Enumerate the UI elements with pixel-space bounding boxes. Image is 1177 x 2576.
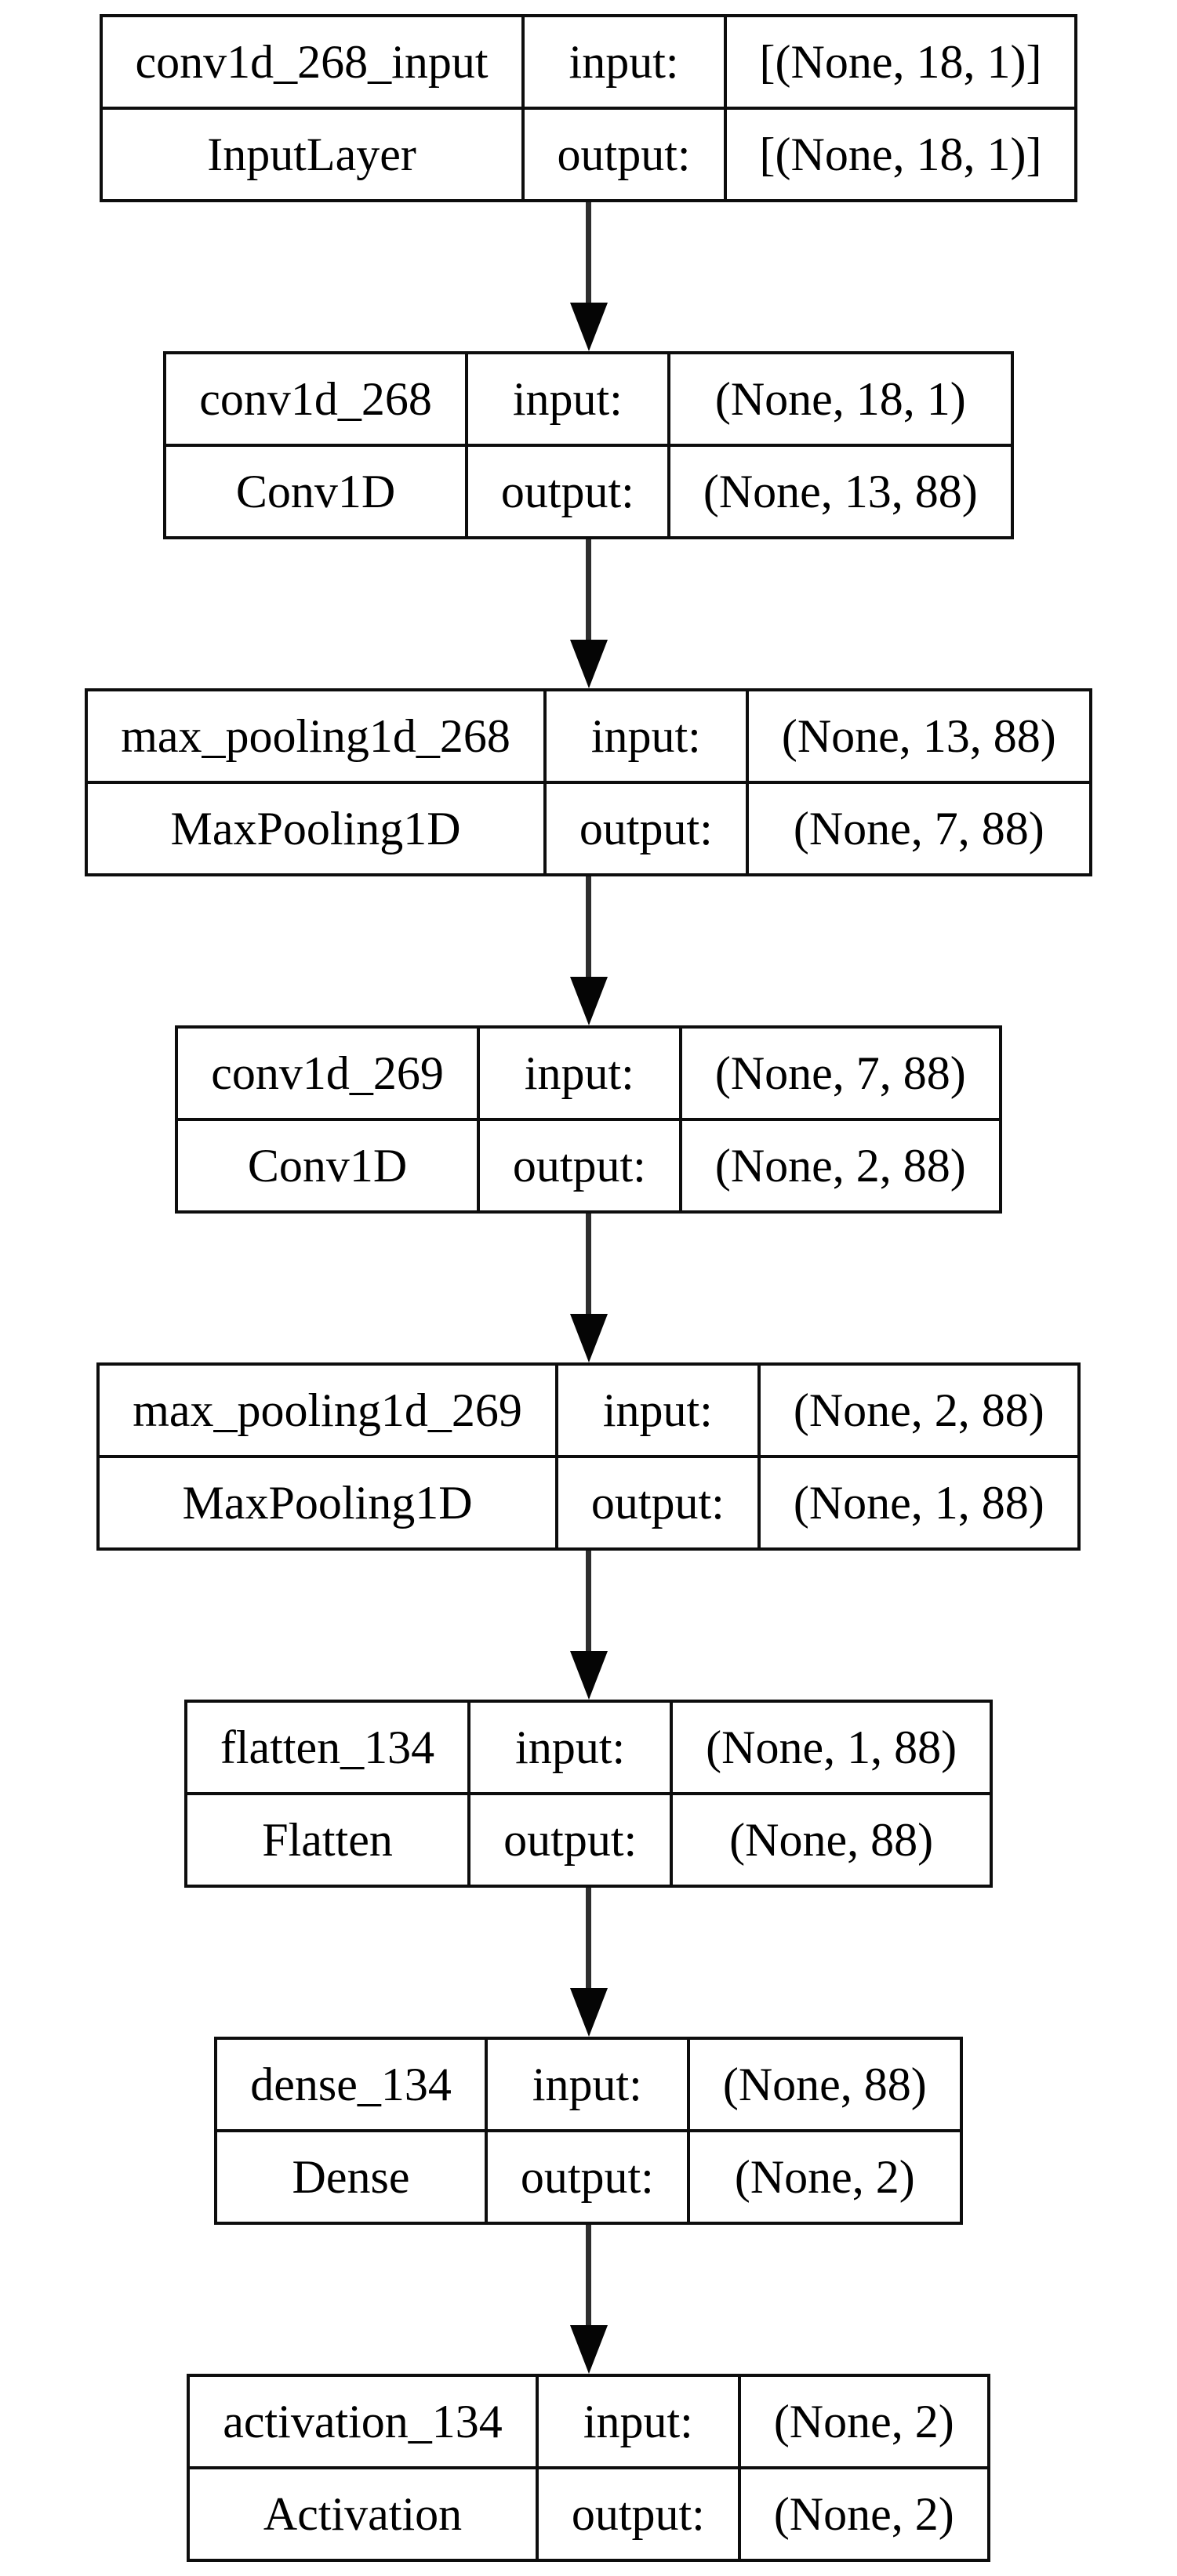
output-shape-cell: (None, 2) [737, 2466, 990, 2562]
output-shape-cell: (None, 88) [670, 1792, 994, 1888]
layer-node-conv1d_269: conv1d_269 input: (None, 7, 88) Conv1D o… [175, 1025, 1002, 1214]
input-shape-cell: (None, 18, 1) [667, 351, 1014, 447]
output-shape-cell: (None, 13, 88) [667, 444, 1014, 539]
arrow-shaft [586, 1214, 591, 1315]
connector-arrow [569, 2225, 608, 2374]
layer-type-cell: Conv1D [175, 1118, 480, 1214]
layer-name-cell: conv1d_268_input [99, 14, 525, 110]
output-shape-cell: (None, 2, 88) [678, 1118, 1002, 1214]
layer-name-cell: dense_134 [214, 2037, 488, 2132]
arrow-head-icon [569, 977, 608, 1025]
arrow-shaft [586, 202, 591, 303]
layer-node-flatten_134: flatten_134 input: (None, 1, 88) Flatten… [183, 1700, 994, 1888]
arrow-shaft [586, 2225, 591, 2326]
connector-arrow [569, 1888, 608, 2037]
layer-node-max_pooling1d_268: max_pooling1d_268 input: (None, 13, 88) … [85, 688, 1092, 876]
arrow-head-icon [569, 1988, 608, 2037]
layer-type-cell: MaxPooling1D [85, 781, 547, 876]
output-label-cell: output: [543, 781, 749, 876]
layer-type-cell: MaxPooling1D [96, 1455, 558, 1551]
input-label-cell: input: [521, 14, 727, 110]
input-label-cell: input: [543, 688, 749, 784]
input-label-cell: input: [464, 351, 670, 447]
output-shape-cell: (None, 2) [686, 2129, 963, 2225]
layer-name-cell: max_pooling1d_269 [96, 1362, 558, 1458]
output-label-cell: output: [535, 2466, 741, 2562]
input-label-cell: input: [554, 1362, 761, 1458]
layer-node-conv1d_268: conv1d_268 input: (None, 18, 1) Conv1D o… [163, 351, 1014, 539]
input-label-cell: input: [535, 2374, 741, 2469]
layer-type-cell: Activation [187, 2466, 539, 2562]
layer-type-cell: InputLayer [99, 107, 525, 202]
input-label-cell: input: [484, 2037, 690, 2132]
output-shape-cell: [(None, 18, 1)] [723, 107, 1078, 202]
output-label-cell: output: [476, 1118, 682, 1214]
input-label-cell: input: [467, 1700, 674, 1795]
connector-arrow [569, 1551, 608, 1700]
input-shape-cell: (None, 1, 88) [670, 1700, 994, 1795]
arrow-shaft [586, 876, 591, 978]
arrow-head-icon [569, 303, 608, 351]
input-shape-cell: (None, 7, 88) [678, 1025, 1002, 1121]
input-shape-cell: (None, 2, 88) [757, 1362, 1081, 1458]
arrow-shaft [586, 1888, 591, 1989]
input-shape-cell: [(None, 18, 1)] [723, 14, 1078, 110]
layer-node-max_pooling1d_269: max_pooling1d_269 input: (None, 2, 88) M… [96, 1362, 1081, 1551]
arrow-head-icon [569, 2325, 608, 2374]
connector-arrow [569, 202, 608, 351]
connector-arrow [569, 539, 608, 688]
layer-name-cell: activation_134 [187, 2374, 539, 2469]
layer-name-cell: flatten_134 [183, 1700, 471, 1795]
connector-arrow [569, 876, 608, 1025]
layer-name-cell: max_pooling1d_268 [85, 688, 547, 784]
input-shape-cell: (None, 2) [737, 2374, 990, 2469]
arrow-shaft [586, 539, 591, 640]
layer-type-cell: Flatten [183, 1792, 471, 1888]
layer-node-dense_134: dense_134 input: (None, 88) Dense output… [214, 2037, 963, 2225]
output-shape-cell: (None, 1, 88) [757, 1455, 1081, 1551]
output-label-cell: output: [554, 1455, 761, 1551]
arrow-head-icon [569, 1651, 608, 1700]
output-label-cell: output: [464, 444, 670, 539]
arrow-head-icon [569, 640, 608, 688]
arrow-shaft [586, 1551, 591, 1652]
layer-node-activation_134: activation_134 input: (None, 2) Activati… [187, 2374, 990, 2562]
layer-type-cell: Dense [214, 2129, 488, 2225]
input-label-cell: input: [476, 1025, 682, 1121]
input-shape-cell: (None, 88) [686, 2037, 963, 2132]
output-label-cell: output: [521, 107, 727, 202]
connector-arrow [569, 1214, 608, 1362]
input-shape-cell: (None, 13, 88) [745, 688, 1092, 784]
output-label-cell: output: [467, 1792, 674, 1888]
output-label-cell: output: [484, 2129, 690, 2225]
output-shape-cell: (None, 7, 88) [745, 781, 1092, 876]
layer-name-cell: conv1d_269 [175, 1025, 480, 1121]
layer-node-conv1d_268_input: conv1d_268_input input: [(None, 18, 1)] … [99, 14, 1078, 202]
layer-name-cell: conv1d_268 [163, 351, 468, 447]
arrow-head-icon [569, 1314, 608, 1362]
layer-type-cell: Conv1D [163, 444, 468, 539]
